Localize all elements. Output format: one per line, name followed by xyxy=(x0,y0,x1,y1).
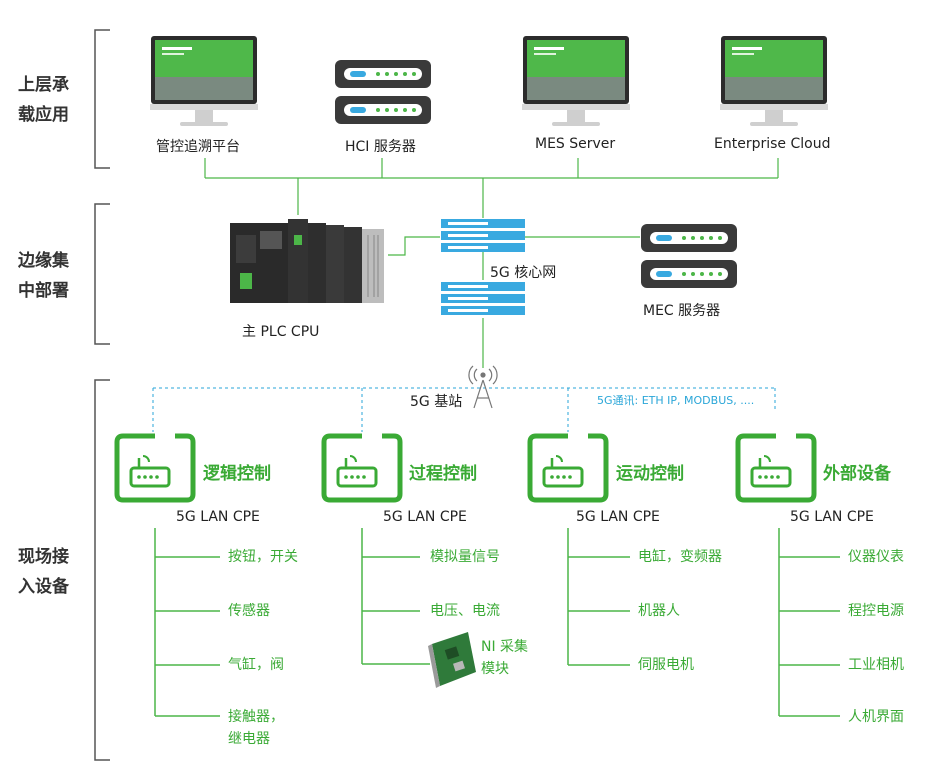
list-item: 传感器 xyxy=(228,603,270,619)
label-hci-server: HCI 服务器 xyxy=(345,139,416,155)
list-item: 工业相机 xyxy=(848,657,904,673)
section-label-top: 上层承 载应用 xyxy=(18,70,69,130)
list-item: 继电器 xyxy=(228,731,270,747)
list-item: 人机界面 xyxy=(848,709,904,725)
rack-server-icon xyxy=(441,219,525,315)
cpe-router-icon xyxy=(735,433,817,503)
label-5g-core: 5G 核心网 xyxy=(490,265,557,281)
cpe-router-icon xyxy=(321,433,403,503)
plc-icon xyxy=(230,219,384,303)
section-brackets xyxy=(94,29,110,761)
label-base-station: 5G 基站 xyxy=(410,394,463,410)
label-enterprise-cloud: Enterprise Cloud xyxy=(714,136,831,152)
field-trees xyxy=(154,528,840,717)
section-label-line: 现场接 xyxy=(18,547,69,567)
section-label-line: 边缘集 xyxy=(18,251,69,271)
top-bus xyxy=(204,158,779,368)
list-item: NI 采集 xyxy=(481,639,529,655)
section-label-edge: 边缘集 中部署 xyxy=(18,246,69,306)
section-label-line: 入设备 xyxy=(18,577,69,597)
group-title-external: 外部设备 xyxy=(823,464,891,484)
group-title-process: 过程控制 xyxy=(409,464,477,484)
ni-card-icon xyxy=(428,632,476,688)
label-mes-server: MES Server xyxy=(535,136,616,152)
group-title-motion: 运动控制 xyxy=(616,464,684,484)
section-label-line: 载应用 xyxy=(18,105,69,125)
monitor-icon xyxy=(150,36,258,126)
server-icon xyxy=(641,224,737,288)
cpe-router-icon xyxy=(527,433,609,503)
cpe-label: 5G LAN CPE xyxy=(383,509,467,525)
list-item: 机器人 xyxy=(638,603,680,619)
list-item: 按钮，开关 xyxy=(228,549,298,565)
label-mgmt-platform: 管控追溯平台 xyxy=(156,139,240,155)
list-item: 接触器， xyxy=(228,709,284,725)
list-item: 伺服电机 xyxy=(638,657,694,673)
label-main-plc: 主 PLC CPU xyxy=(242,324,320,340)
monitor-icon xyxy=(720,36,828,126)
section-label-line: 中部署 xyxy=(18,281,69,301)
list-item: 模拟量信号 xyxy=(430,549,500,565)
list-item: 模块 xyxy=(481,661,509,677)
cpe-label: 5G LAN CPE xyxy=(576,509,660,525)
section-label-line: 上层承 xyxy=(18,75,69,95)
cpe-label: 5G LAN CPE xyxy=(176,509,260,525)
section-label-field: 现场接 入设备 xyxy=(18,542,69,602)
monitor-icon xyxy=(522,36,630,126)
wireless-bus xyxy=(152,387,776,432)
list-item: 电缸，变频器 xyxy=(638,549,722,565)
label-mec-server: MEC 服务器 xyxy=(643,303,721,319)
list-item: 气缸，阀 xyxy=(228,657,284,673)
antenna-icon xyxy=(468,365,498,409)
cpe-router-icon xyxy=(114,433,196,503)
cpe-label: 5G LAN CPE xyxy=(790,509,874,525)
list-item: 程控电源 xyxy=(848,603,904,619)
group-title-logic: 逻辑控制 xyxy=(203,464,271,484)
protocol-note: 5G通讯: ETH IP, MODBUS, .... xyxy=(597,394,755,407)
list-item: 电压、电流 xyxy=(430,603,500,619)
server-icon xyxy=(335,60,431,124)
list-item: 仪器仪表 xyxy=(848,549,904,565)
